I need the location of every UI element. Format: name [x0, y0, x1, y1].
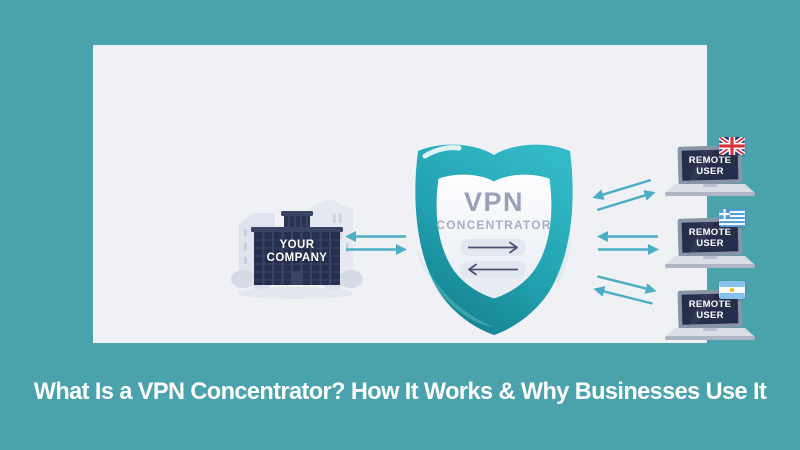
concentrator-to-user2-arrows-icon [597, 231, 659, 255]
remote-user-laptop-greece: REMOTE USER [663, 209, 759, 273]
concentrator-type-label: CONCENTRATOR [436, 218, 552, 232]
laptop-illustration [665, 289, 755, 340]
concentrator-to-user3-arrows-icon [593, 275, 657, 305]
remote-user-label: REMOTE USER [688, 154, 732, 177]
illustration-card: YOUR COMPANY [93, 45, 755, 343]
laptop-illustration [665, 217, 755, 268]
uk-flag-icon [719, 137, 745, 155]
shield-illustration [415, 144, 573, 335]
vpn-concentrator-shield: VPN CONCENTRATOR [405, 139, 583, 339]
concentrator-to-user1-arrows-icon [592, 178, 656, 212]
greece-flag-icon [719, 209, 745, 227]
remote-user-label: REMOTE USER [688, 226, 732, 249]
remote-user-label: REMOTE USER [688, 298, 732, 321]
laptop-illustration [665, 145, 755, 196]
remote-user-laptop-argentina: REMOTE USER [663, 281, 759, 345]
company-to-concentrator-arrows-icon [345, 231, 407, 255]
remote-user-laptop-uk: REMOTE USER [663, 137, 759, 201]
company-building: YOUR COMPANY [231, 191, 363, 301]
page-title: What Is a VPN Concentrator? How It Works… [33, 378, 767, 405]
building-illustration [231, 199, 363, 299]
argentina-flag-icon [719, 281, 745, 299]
concentrator-name: VPN [463, 187, 525, 217]
company-label: YOUR COMPANY [266, 239, 328, 264]
